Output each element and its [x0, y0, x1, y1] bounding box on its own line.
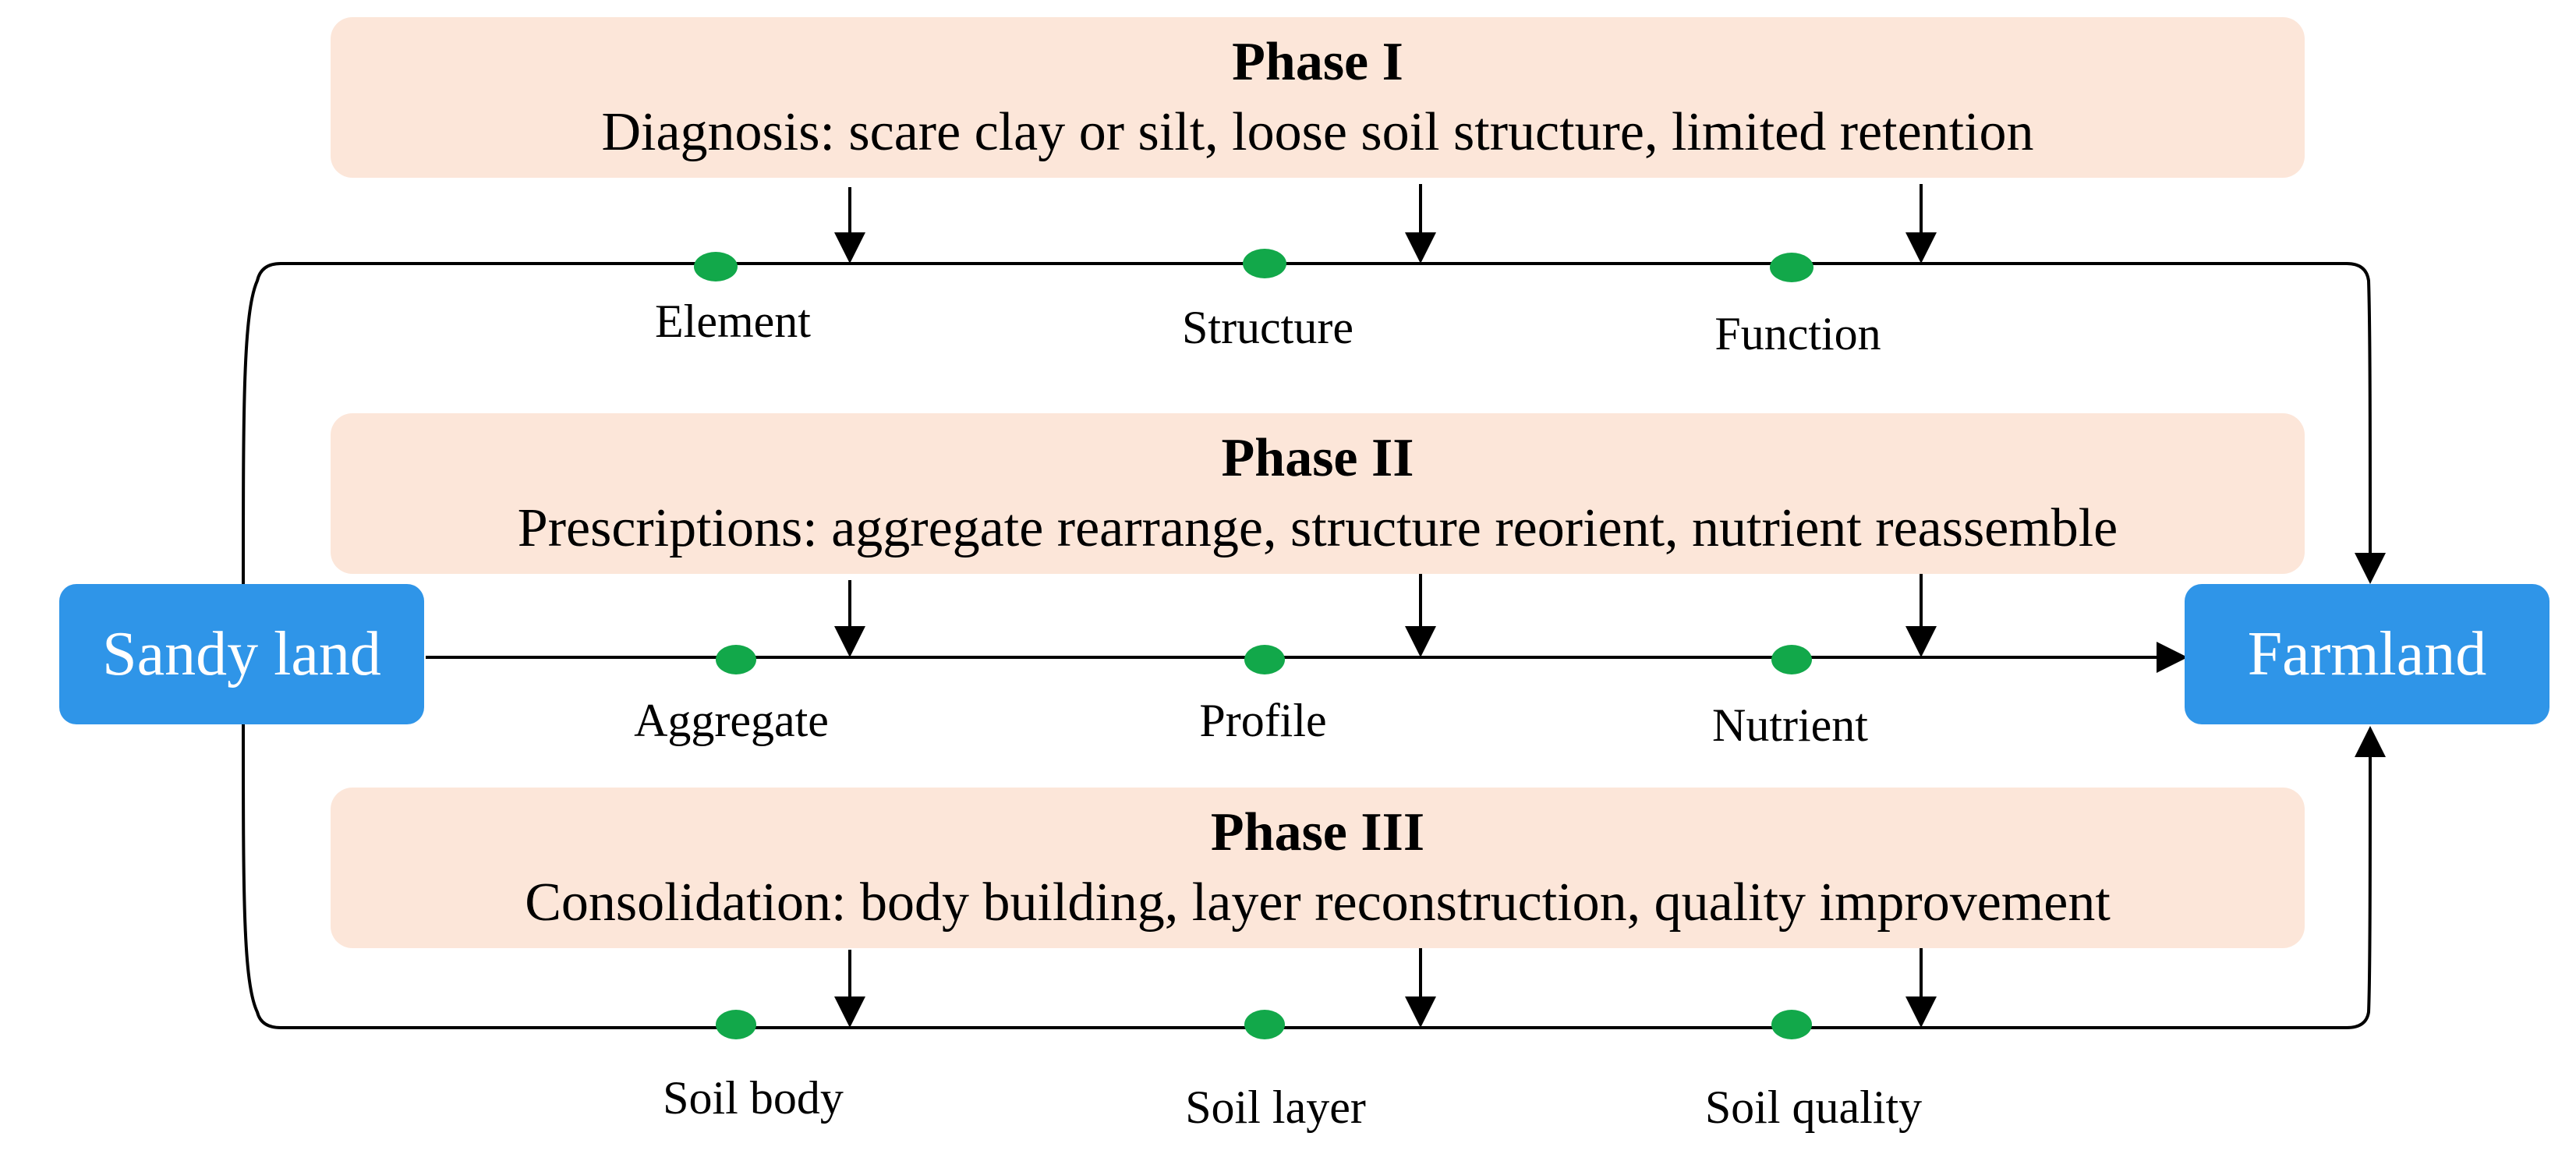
top-loop-line — [242, 262, 2386, 585]
phase-2-description: Prescriptions: aggregate rearrange, stru… — [517, 498, 2118, 558]
dot-soil-layer — [1244, 1010, 1285, 1039]
dot-structure — [1243, 249, 1286, 278]
label-soil-body: Soil body — [663, 1072, 844, 1124]
label-aggregate: Aggregate — [634, 695, 829, 746]
dot-function — [1770, 253, 1813, 282]
dot-soil-quality — [1771, 1010, 1812, 1039]
phase-1-description: Diagnosis: scare clay or silt, loose soi… — [601, 102, 2034, 162]
phase-1-title: Phase I — [1232, 32, 1403, 92]
label-nutrient: Nutrient — [1712, 699, 1868, 751]
dot-element — [694, 252, 738, 281]
label-soil-layer: Soil layer — [1185, 1081, 1366, 1133]
phase-2-box: Phase II Prescriptions: aggregate rearra… — [331, 413, 2305, 574]
label-function: Function — [1714, 308, 1881, 359]
farmland-node: Farmland — [2185, 584, 2549, 724]
phase-3-title: Phase III — [1210, 802, 1425, 862]
label-structure: Structure — [1182, 302, 1353, 353]
phase-3-box: Phase III Consolidation: body building, … — [331, 788, 2305, 948]
phase-2-title: Phase II — [1221, 428, 1414, 488]
phase-1-box: Phase I Diagnosis: scare clay or silt, l… — [331, 17, 2305, 178]
phase-3-description: Consolidation: body building, layer reco… — [525, 873, 2111, 933]
label-profile: Profile — [1199, 695, 1327, 746]
dot-aggregate — [716, 645, 756, 674]
label-element: Element — [655, 296, 811, 347]
bottom-loop-line — [242, 724, 2386, 1029]
label-soil-quality: Soil quality — [1704, 1081, 1923, 1133]
dot-soil-body — [716, 1010, 756, 1039]
dot-profile — [1244, 645, 1285, 674]
dot-nutrient — [1771, 645, 1812, 674]
sandy-land-node: Sandy land — [59, 584, 424, 724]
